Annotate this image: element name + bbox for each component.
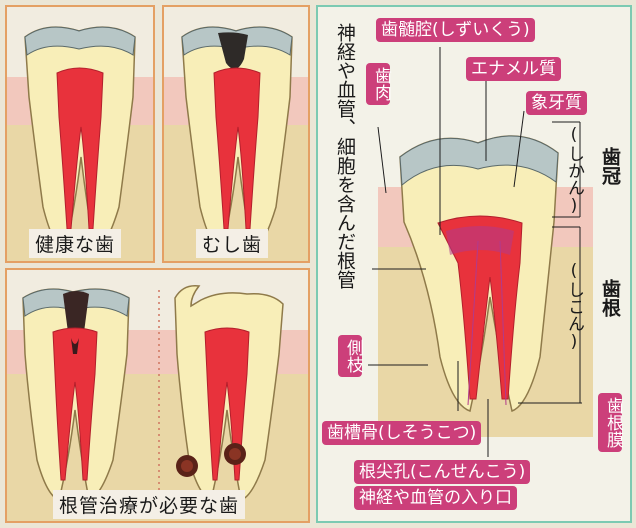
apical-foramen-description: 神経や血管の入り口 [354, 486, 517, 510]
dentin-label: 象牙質 [526, 91, 587, 115]
root-label: 歯根 [599, 279, 621, 317]
cavity-tooth-illustration [164, 7, 310, 263]
crown-reading: (しかん) [563, 125, 585, 216]
healthy-tooth-caption: 健康な歯 [29, 229, 121, 258]
pulp-cavity-label: 歯髄腔(しずいくう) [376, 18, 535, 42]
root-canal-label: 神経や血管、細胞を含んだ根管 [334, 23, 356, 289]
healthy-tooth-illustration [7, 7, 155, 263]
root-canal-teeth-illustration [7, 270, 310, 523]
periodontal-ligament-label: 歯根膜 [598, 393, 622, 452]
lateral-branch-label: 側枝 [338, 335, 362, 377]
tooth-anatomy-panel: 歯髄腔(しずいくう) エナメル質 象牙質 歯肉 神経や血管、細胞を含んだ根管 側… [316, 5, 632, 523]
enamel-label: エナメル質 [466, 57, 561, 81]
gum-label: 歯肉 [366, 63, 390, 105]
root-reading: (しこん) [563, 261, 585, 352]
root-canal-needed-caption: 根管治療が必要な歯 [53, 490, 245, 519]
apical-foramen-label: 根尖孔(こんせんこう) [354, 460, 530, 484]
healthy-tooth-panel: 健康な歯 [5, 5, 155, 263]
cavity-tooth-panel: むし歯 [162, 5, 310, 263]
root-canal-needed-panel: 根管治療が必要な歯 [5, 268, 310, 523]
crown-label: 歯冠 [599, 147, 621, 185]
cavity-tooth-caption: むし歯 [196, 229, 268, 258]
alveolar-bone-label: 歯槽骨(しそうこつ) [322, 421, 481, 445]
